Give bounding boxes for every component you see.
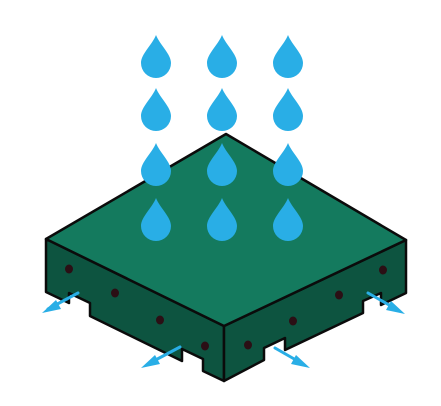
drain-arrow-icon xyxy=(273,346,310,368)
drainage-hole xyxy=(335,290,343,300)
drainage-holes-left xyxy=(65,264,209,351)
water-drop-icon xyxy=(141,35,171,78)
drainage-hole xyxy=(65,264,73,274)
drainage-holes-right xyxy=(244,265,387,350)
water-drop-icon xyxy=(141,143,171,186)
tile-right-side-face xyxy=(222,238,408,383)
water-drop-icon xyxy=(141,88,171,131)
water-drop-icon xyxy=(207,88,237,131)
water-drop-icon xyxy=(207,198,237,241)
drainage-hole xyxy=(244,340,252,350)
water-drop-icon xyxy=(207,35,237,78)
water-drop-icon xyxy=(273,35,303,78)
drainage-hole xyxy=(156,315,164,325)
water-drop-icon xyxy=(273,143,303,186)
water-drops xyxy=(141,35,303,241)
drain-arrow-icon xyxy=(366,291,405,314)
drainage-hole xyxy=(379,265,387,275)
water-drop-icon xyxy=(273,198,303,241)
drain-arrows xyxy=(42,291,405,368)
drainage-hole xyxy=(111,288,119,298)
water-drop-icon xyxy=(207,143,237,186)
water-drop-icon xyxy=(141,198,171,241)
drainage-hole xyxy=(289,316,297,326)
drainage-hole xyxy=(201,341,209,351)
drain-arrow-icon xyxy=(42,291,80,313)
drain-arrow-icon xyxy=(141,345,182,368)
water-drop-icon xyxy=(273,88,303,131)
